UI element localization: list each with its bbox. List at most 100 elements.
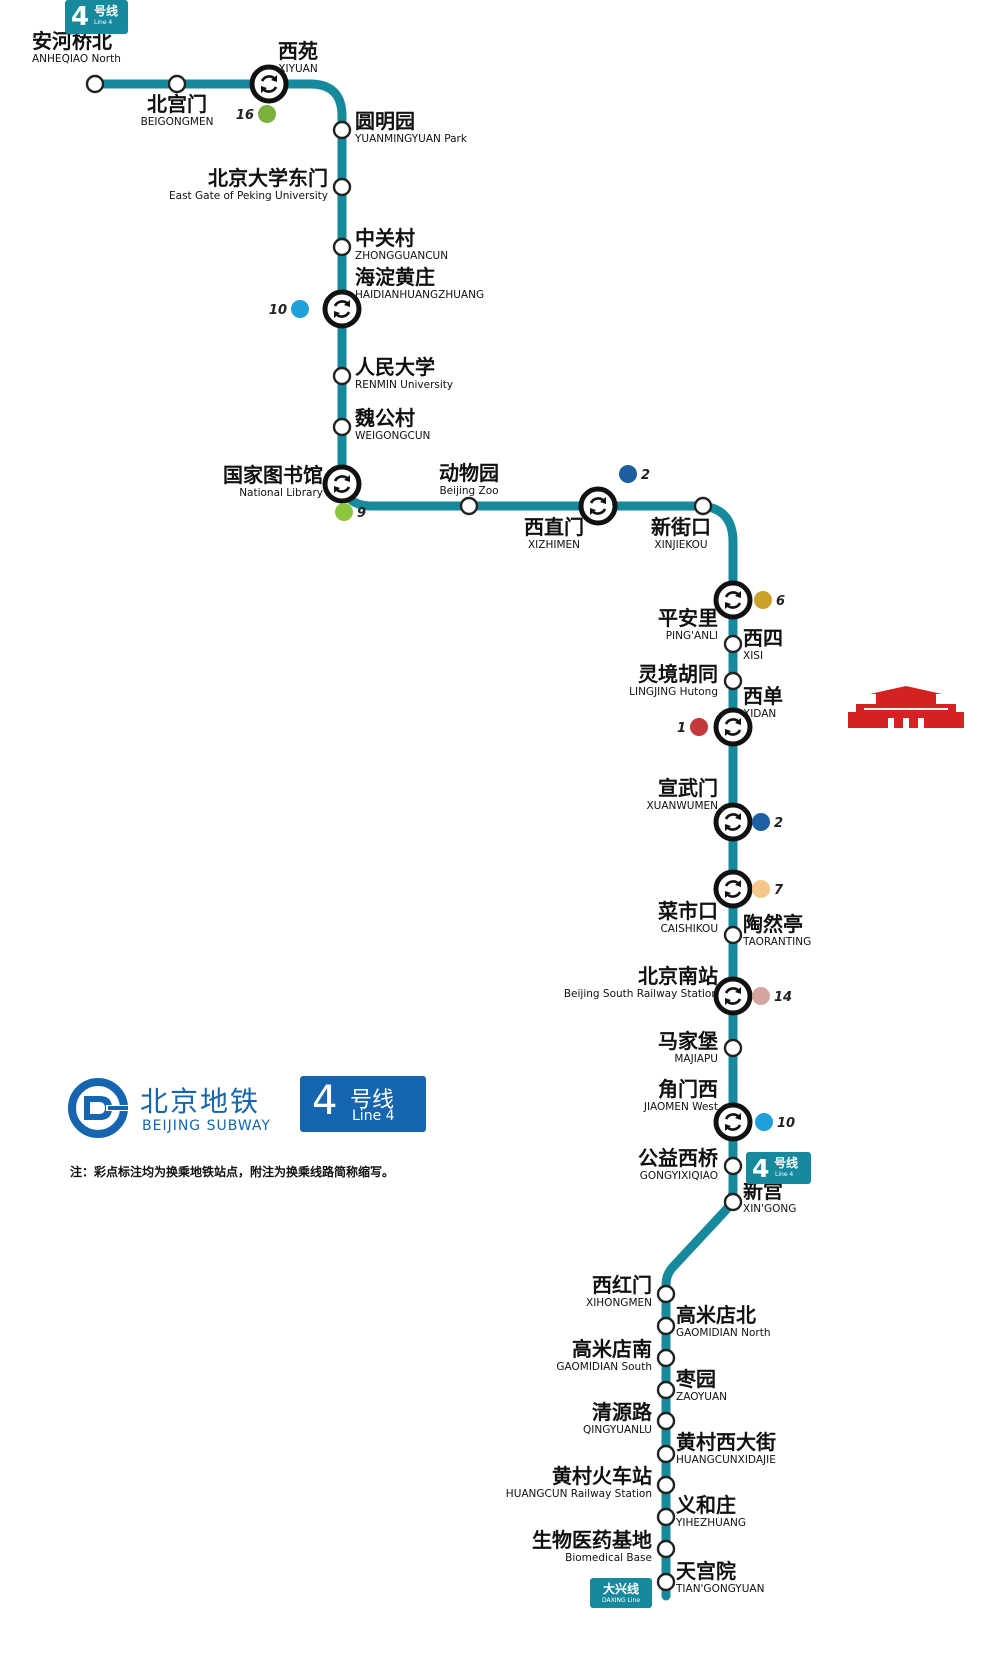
station-name-en: YUANMINGYUAN Park [354, 133, 468, 145]
interchange-line-number: 2 [641, 468, 650, 483]
station-name-zh: 陶然亭 [743, 912, 803, 936]
interchange-line-number: 9 [357, 506, 366, 521]
station-name-zh: 西直门 [524, 515, 584, 539]
transfer-arrows-icon [724, 813, 742, 831]
station-name-zh: 灵境胡同 [638, 662, 718, 686]
interchange-line-dot [335, 503, 353, 521]
transfer-arrows-icon [333, 300, 351, 318]
station-name-en: XIZHIMEN [528, 539, 580, 551]
station-name-zh: 西四 [743, 626, 783, 650]
beijing-subway-logo-icon [68, 1078, 128, 1138]
station-name-en: LINGJING Hutong [629, 686, 718, 698]
interchange-line-dot [619, 465, 637, 483]
interchange-line-dot [752, 987, 770, 1005]
station-name-en: CAISHIKOU [660, 923, 718, 935]
interchange-line-number: 16 [236, 108, 254, 123]
legend-line-number: 4 [312, 1078, 338, 1124]
station-marker [656, 1316, 676, 1336]
transfer-arrows-icon [724, 880, 742, 898]
station-marker [459, 496, 479, 516]
station-name-en: XIN'GONG [743, 1203, 796, 1215]
station-marker [167, 74, 187, 94]
station-name-zh: 国家图书馆 [223, 463, 323, 487]
station-marker [723, 1192, 743, 1212]
station-marker [656, 1444, 676, 1464]
station-name-zh: 马家堡 [658, 1029, 718, 1053]
subway-name-zh: 北京地铁 [140, 1085, 261, 1118]
station-name-en: XINJIEKOU [654, 539, 707, 551]
badge-sub: Line 4 [94, 19, 113, 26]
station-name-zh: 黄村西大街 [676, 1430, 776, 1454]
station-name-zh: 北京大学东门 [208, 166, 328, 190]
station-name-zh: 枣园 [675, 1367, 716, 1391]
transfer-station-marker [578, 486, 618, 526]
station-marker [85, 74, 105, 94]
station-marker [656, 1348, 676, 1368]
station-marker [332, 417, 352, 437]
station-name-zh: 平安里 [658, 606, 718, 630]
badge-number: 4 [71, 2, 90, 32]
station-name-en: ZHONGGUANCUN [355, 250, 448, 262]
station-name-zh: 圆明园 [355, 109, 415, 133]
interchange-line-dot [752, 880, 770, 898]
station-name-en: HUANGCUNXIDAJIE [676, 1454, 776, 1466]
station-name-en: TIAN'GONGYUAN [675, 1583, 764, 1595]
station-name-zh: 黄村火车站 [552, 1464, 652, 1488]
station-name-en: GAOMIDIAN South [556, 1361, 652, 1373]
daxing-line-badge: 大兴线 DAXING Line [590, 1578, 652, 1608]
station-name-zh: 角门西 [658, 1077, 718, 1101]
line-4-route [90, 79, 738, 1601]
station-name-en: PING'ANLI [666, 630, 718, 642]
station-name-en: GONGYIXIQIAO [640, 1170, 718, 1182]
line-4-badge-mid: 4 号线 Line 4 [746, 1152, 811, 1184]
transfer-arrows-icon [589, 497, 607, 515]
legend-note: 注：彩点标注均为换乘地铁站点，附注为换乘线路简称缩写。 [70, 1165, 395, 1179]
station-marker [332, 366, 352, 386]
station-name-zh: 西单 [743, 684, 783, 708]
station-name-zh: 高米店南 [572, 1337, 652, 1361]
station-marker [723, 1038, 743, 1058]
station-marker [656, 1284, 676, 1304]
station-name-zh: 宣武门 [658, 776, 718, 800]
interchange-line-dot [752, 813, 770, 831]
interchange-line-number: 14 [774, 990, 792, 1005]
transfer-arrows-icon [333, 475, 351, 493]
interchange-line-number: 2 [774, 816, 783, 831]
interchange-line-number: 7 [774, 883, 784, 898]
station-marker [723, 671, 743, 691]
station-name-zh: 西苑 [278, 39, 318, 63]
station-name-zh: 动物园 [439, 461, 499, 485]
station-name-zh: 北宫门 [147, 92, 207, 116]
interchange-line-number: 10 [777, 1116, 795, 1131]
interchange-line-dot [755, 1113, 773, 1131]
station-name-zh: 公益西桥 [638, 1146, 719, 1170]
station-name-zh: 菜市口 [657, 899, 718, 923]
station-marker [332, 237, 352, 257]
station-name-zh: 人民大学 [355, 355, 435, 379]
station-name-en: QINGYUANLU [583, 1424, 652, 1436]
line-4-badge-top: 4 号线 Line 4 [65, 0, 128, 34]
interchange-line-dot [258, 105, 276, 123]
transfer-arrows-icon [724, 987, 742, 1005]
transfer-station-marker [713, 580, 753, 620]
